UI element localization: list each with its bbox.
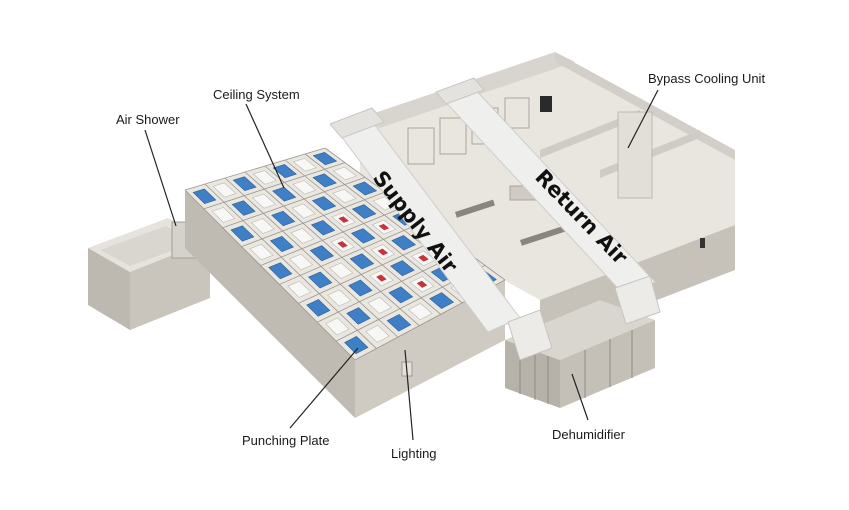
lighting-panel <box>328 262 354 279</box>
bypass-cooling-unit-box <box>617 111 653 199</box>
ceiling-grid-line <box>298 235 446 304</box>
lighting-panel <box>365 325 390 343</box>
ceiling-grid <box>184 147 506 361</box>
lighting-panel <box>407 303 433 321</box>
red-fixture <box>337 241 348 248</box>
lighting-panel <box>212 182 237 198</box>
leader-punching-plate <box>289 347 359 429</box>
punching-plate <box>230 225 255 242</box>
lighting-panel <box>211 207 236 223</box>
punching-plate <box>310 220 336 236</box>
dehumidifier-callout: Dehumidifier <box>552 427 625 442</box>
red-fixture <box>418 254 429 262</box>
lighting-panel <box>289 253 314 271</box>
ceiling-grid-line <box>264 165 441 315</box>
ceiling-grid-line <box>184 189 356 361</box>
leader-ceiling-system <box>245 103 285 189</box>
lighting-panel <box>327 289 352 307</box>
punching-plate <box>346 307 371 325</box>
ceiling-grid-line <box>241 191 386 248</box>
lighting-panel <box>292 158 318 172</box>
wall-panel-dark <box>540 96 552 112</box>
punching-plate <box>309 245 334 262</box>
leader-bypass-cooling <box>627 89 659 149</box>
lighting-panel <box>325 317 350 336</box>
back-building-wall-back <box>555 52 735 160</box>
lighting-panel <box>251 193 276 209</box>
punching-plate <box>231 200 256 216</box>
punching-plate <box>312 173 337 188</box>
ceiling-grid-line <box>279 220 426 285</box>
duct-elbow <box>507 309 553 361</box>
door-handle <box>700 238 705 248</box>
dehumidifier-side <box>560 320 655 408</box>
punching-plate <box>308 271 333 289</box>
leader-dehumidifier <box>571 373 589 421</box>
dehumidifier-units <box>505 275 661 408</box>
punching-plate <box>352 181 378 196</box>
punching-plate <box>312 151 338 166</box>
punching-plate <box>350 228 376 244</box>
punching-plate <box>388 286 414 304</box>
red-fixture <box>338 216 349 223</box>
ceiling-grid-line <box>204 183 377 349</box>
air-shower-callout: Air Shower <box>116 112 180 127</box>
red-fixture <box>376 274 387 282</box>
lighting-panel <box>287 280 312 298</box>
punching-plate <box>344 335 369 355</box>
punching-plate <box>386 314 412 332</box>
duct-collar-2 <box>435 77 485 105</box>
lighting-panel <box>291 203 316 219</box>
punching-plate <box>348 279 373 297</box>
ceiling-grid-line <box>244 171 420 327</box>
duct-collar <box>329 107 385 139</box>
red-fixture <box>416 280 428 288</box>
air-shower-wall-front <box>88 248 130 330</box>
punching-plate <box>271 210 296 227</box>
punching-plate <box>351 204 377 219</box>
lighting-panel <box>250 218 275 234</box>
punching-plate <box>232 176 257 192</box>
punching-plate <box>349 253 375 270</box>
main-wall-front-right <box>355 280 505 418</box>
ceiling-grid-line <box>224 177 399 338</box>
punching-plate <box>269 235 295 253</box>
duct-elbow-2 <box>614 275 661 325</box>
partition-wall <box>540 110 640 158</box>
lighting-panel <box>290 228 315 244</box>
punching-plate <box>268 262 293 280</box>
punching-plate <box>391 235 417 251</box>
ceiling-grid-line <box>184 147 326 191</box>
punching-plate <box>429 292 455 309</box>
red-fixture <box>377 248 389 256</box>
punching-plate <box>311 196 337 211</box>
ceiling-grid-line <box>260 206 406 266</box>
punching-plate <box>192 188 217 205</box>
punching-plate <box>306 299 331 317</box>
air-shower-wall-side <box>130 240 210 330</box>
lighting-panel <box>249 243 274 261</box>
punching-plate <box>390 260 415 277</box>
lighting-panel <box>332 166 358 181</box>
lighting-panel <box>332 188 357 204</box>
ceiling-grid-line <box>284 159 463 304</box>
leader-lighting <box>404 349 414 441</box>
ceiling-system-callout: Ceiling System <box>213 87 300 102</box>
punching-plate-callout: Punching Plate <box>242 433 330 448</box>
lighting-panel <box>367 296 392 314</box>
ceiling-grid-line <box>203 162 346 210</box>
lighting-panel <box>292 180 317 195</box>
leader-air-shower <box>144 129 177 227</box>
lighting-panel <box>252 170 277 185</box>
leader-lines <box>144 89 659 441</box>
bypass-cooling-unit-callout: Bypass Cooling Unit <box>648 71 766 86</box>
lighting-callout: Lighting <box>391 446 437 461</box>
ceiling-grid-line <box>222 176 366 229</box>
red-fixture <box>378 223 390 231</box>
punching-plate <box>272 186 297 202</box>
main-wall-front-left <box>185 190 355 418</box>
punching-plate <box>272 164 297 179</box>
